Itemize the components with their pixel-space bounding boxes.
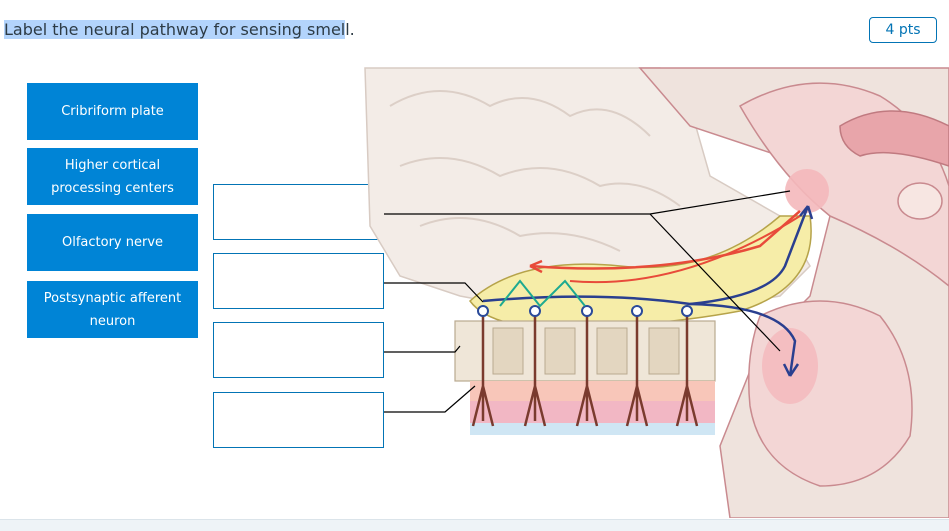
drop-zone-3[interactable] xyxy=(213,322,384,378)
drop-zone-1[interactable] xyxy=(213,184,384,240)
points-badge: 4 pts xyxy=(869,17,937,43)
label-tile-cribriform-plate[interactable]: Cribriform plate xyxy=(27,83,198,140)
drop-zone-2[interactable] xyxy=(213,253,384,309)
olfactory-anatomy-illustration xyxy=(364,67,949,518)
question-text: Label the neural pathway for sensing sme… xyxy=(4,20,355,39)
question-selected-text: Label the neural pathway for sensing sme… xyxy=(4,20,346,39)
question-rest-text: l. xyxy=(345,20,355,39)
bottom-bar xyxy=(0,519,949,531)
label-tile-postsynaptic-neuron[interactable]: Postsynaptic afferent neuron xyxy=(27,281,198,338)
label-tile-higher-cortical[interactable]: Higher cortical processing centers xyxy=(27,148,198,205)
drop-zone-4[interactable] xyxy=(213,392,384,448)
label-tile-olfactory-nerve[interactable]: Olfactory nerve xyxy=(27,214,198,271)
